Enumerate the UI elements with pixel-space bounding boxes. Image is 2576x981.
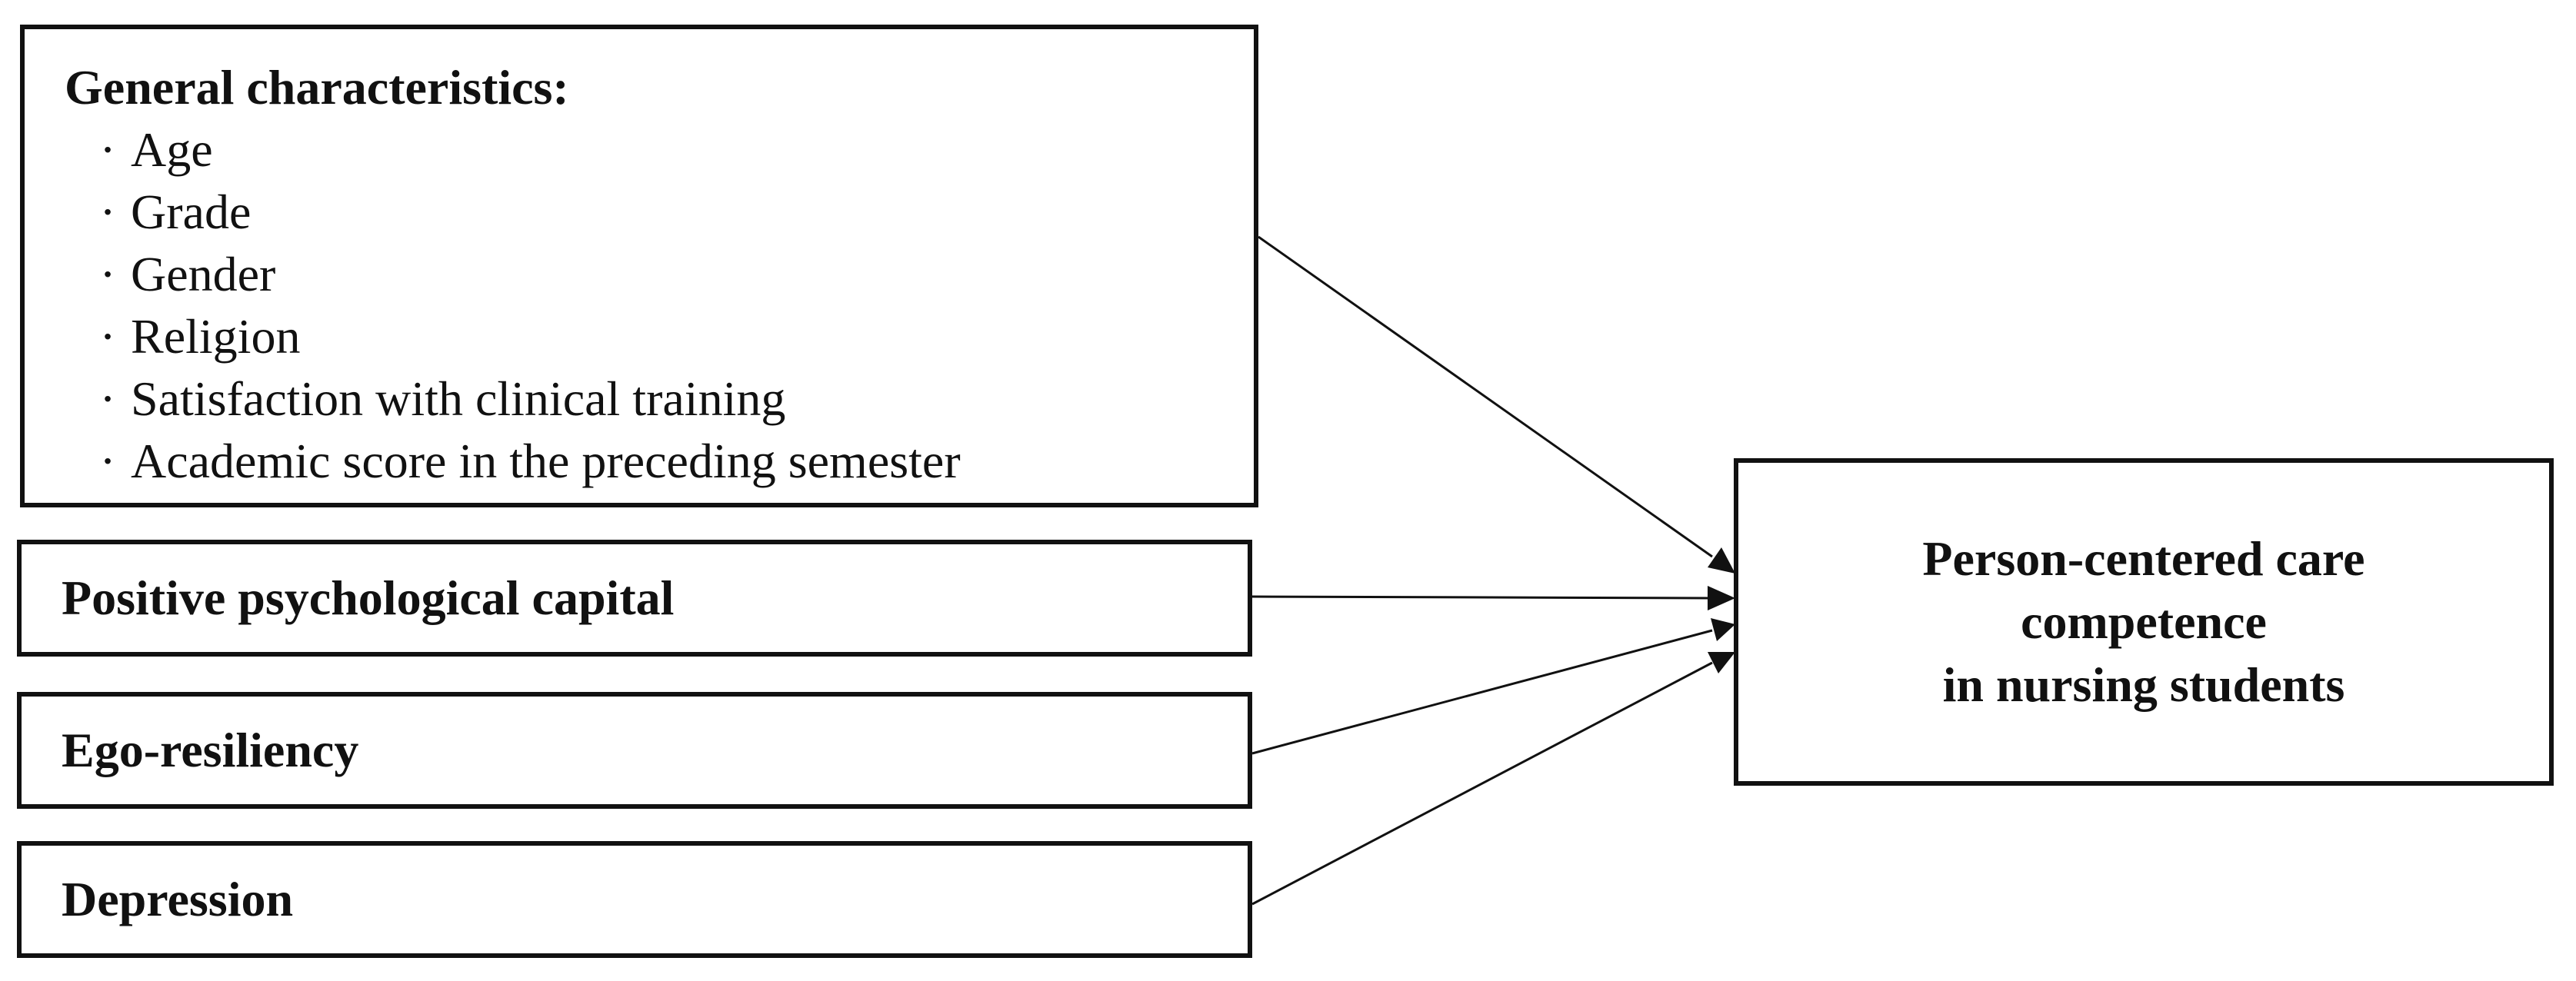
list-item-label: Age [131,122,213,177]
general-characteristics-heading: General characteristics: [65,60,569,115]
list-item-academic-score: · Academic score in the preceding semeste… [65,430,1254,492]
positive-psychological-capital-box: Positive psychological capital [17,540,1252,657]
list-item-label: Grade [131,185,252,239]
arrow-ego-to-outcome [1251,629,1713,755]
arrow-general-to-outcome [1258,235,1713,558]
bullet-icon: · [99,122,116,177]
list-item-religion: · Religion [65,305,1254,367]
list-item-label: Academic score in the preceding semester [131,434,961,488]
ego-resiliency-box: Ego-resiliency [17,692,1252,809]
list-item-label: Satisfaction with clinical training [131,371,786,426]
outcome-line-1: Person-centered care [1922,531,2365,586]
arrowhead-ego-icon [1711,618,1735,641]
arrowhead-depression-icon [1708,652,1735,673]
outcome-line-2: competence [2021,594,2267,649]
list-item-age: · Age [65,118,1254,181]
bullet-icon: · [99,247,116,301]
list-item-gender: · Gender [65,243,1254,305]
arrowhead-ppc-icon [1708,586,1735,610]
arrowhead-general-icon [1708,547,1735,574]
general-characteristics-box: General characteristics: · Age · Grade · Ge… [20,25,1258,507]
list-item-label: Gender [131,247,276,301]
general-characteristics-list: · Age · Grade · Gender · Religion · Satisfact… [65,118,1254,492]
list-item-grade: · Grade [65,181,1254,243]
bullet-icon: · [99,309,116,364]
arrow-ppc-to-outcome [1251,595,1713,600]
ego-resiliency-label: Ego-resiliency [62,723,359,777]
bullet-icon: · [99,371,116,426]
bullet-icon: · [99,185,116,239]
outcome-box: Person-centered care competence in nursi… [1734,458,2554,786]
list-item-label: Religion [131,309,301,364]
outcome-line-3: in nursing students [1942,657,2345,712]
positive-psychological-capital-label: Positive psychological capital [62,570,675,625]
arrow-depression-to-outcome [1251,661,1713,906]
bullet-icon: · [99,434,116,488]
list-item-satisfaction: · Satisfaction with clinical training [65,367,1254,430]
depression-box: Depression [17,841,1252,958]
depression-label: Depression [62,872,294,926]
